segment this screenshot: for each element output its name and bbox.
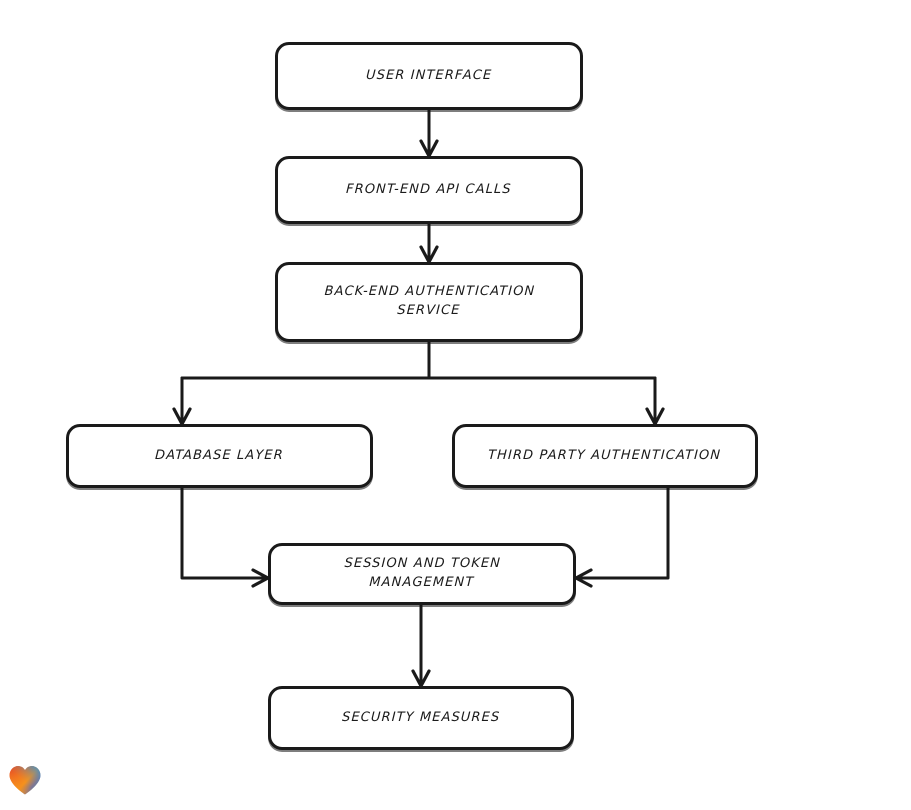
- edge-branch-to-database: [172, 376, 192, 426]
- node-frontend-api-calls-label: FRONT-END API CALLS: [345, 181, 513, 197]
- edge-database-to-session: [180, 486, 270, 588]
- node-session-and-token-management[interactable]: SESSION AND TOKEN MANAGEMENT: [268, 543, 576, 605]
- node-session-and-token-management-label: SESSION AND TOKEN MANAGEMENT: [343, 556, 502, 590]
- node-frontend-api-calls[interactable]: FRONT-END API CALLS: [275, 156, 583, 224]
- node-database-layer[interactable]: DATABASE LAYER: [66, 424, 373, 488]
- node-security-measures-label: SECURITY MEASURES: [341, 709, 501, 725]
- heart-icon: [9, 766, 41, 795]
- edge-ui-to-frontend: [419, 108, 439, 158]
- node-third-party-authentication-label: THIRD PARTY AUTHENTICATION: [488, 447, 722, 463]
- node-third-party-authentication[interactable]: THIRD PARTY AUTHENTICATION: [452, 424, 758, 488]
- node-backend-authentication-service[interactable]: BACK-END AUTHENTICATION SERVICE: [275, 262, 583, 342]
- edge-frontend-to-backend: [419, 222, 439, 264]
- edge-thirdparty-to-session: [574, 486, 670, 588]
- node-security-measures[interactable]: SECURITY MEASURES: [268, 686, 574, 750]
- node-backend-authentication-service-label: BACK-END AUTHENTICATION SERVICE: [323, 284, 536, 318]
- node-user-interface-label: USER INTERFACE: [365, 67, 493, 83]
- edge-branch-to-thirdparty: [645, 376, 665, 426]
- node-database-layer-label: DATABASE LAYER: [154, 447, 285, 463]
- edge-session-to-security: [411, 603, 431, 688]
- edge-backend-to-branch-bus: [180, 340, 657, 380]
- node-user-interface[interactable]: USER INTERFACE: [275, 42, 583, 110]
